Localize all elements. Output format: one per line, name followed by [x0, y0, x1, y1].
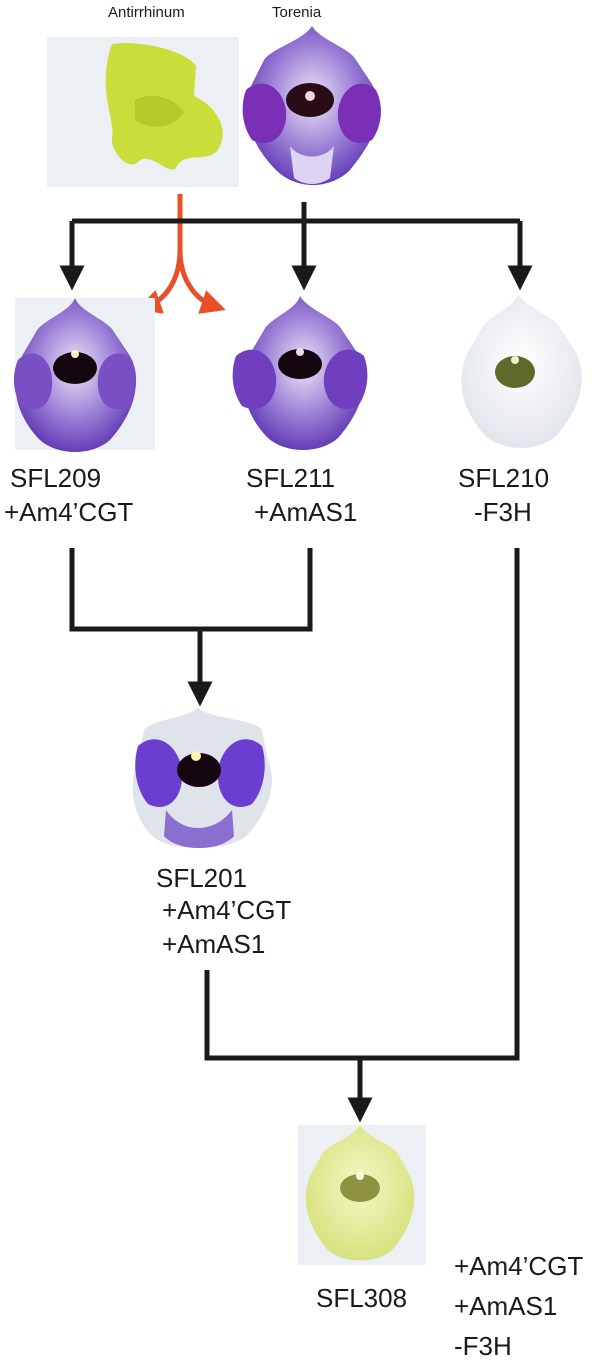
sfl308-flower-image — [298, 1125, 426, 1265]
line-name-sfl201: SFL201 — [156, 863, 248, 893]
torenia-flower-image — [242, 26, 383, 187]
line-name-sfl209: SFL209 — [10, 463, 102, 493]
cross-arrows-top — [59, 202, 533, 291]
line-mod1-sfl308: +Am4’CGT — [454, 1251, 584, 1281]
sfl209-flower-image — [13, 298, 155, 452]
line-mod-sfl209: +Am4’CGT — [4, 497, 134, 527]
parent-label-antirrhinum: Antirrhinum — [108, 4, 185, 21]
line-name-sfl210: SFL210 — [458, 463, 550, 493]
line-mod-sfl210: -F3H — [474, 497, 532, 527]
line-mod2-sfl201: +AmAS1 — [162, 929, 266, 959]
cross-arrows-middle — [69, 548, 313, 707]
parent-label-torenia: Torenia — [272, 4, 322, 21]
line-mod3-sfl308: -F3H — [454, 1331, 512, 1361]
line-mod2-sfl308: +AmAS1 — [454, 1291, 558, 1321]
line-name-sfl211: SFL211 — [246, 463, 336, 493]
cross-arrows-bottom — [204, 548, 520, 1123]
antirrhinum-flower-image — [47, 37, 239, 187]
line-mod1-sfl201: +Am4’CGT — [162, 895, 292, 925]
sfl201-flower-image — [132, 708, 272, 848]
line-mod-sfl211: +AmAS1 — [254, 497, 358, 527]
gene-transfer-arrow — [136, 194, 226, 314]
sfl210-flower-image — [461, 294, 582, 448]
sfl211-flower-image — [232, 296, 368, 450]
line-name-sfl308: SFL308 — [316, 1283, 408, 1313]
